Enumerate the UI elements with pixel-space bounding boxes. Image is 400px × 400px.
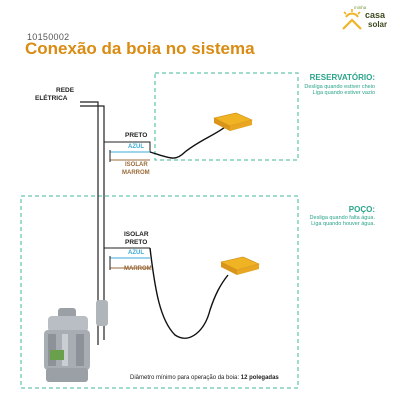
well-note-line2: Liga quando houver água. [311, 221, 375, 227]
well-float-icon [220, 256, 260, 275]
footer-text: Diâmetro mínimo para operação da boia: [130, 375, 240, 381]
well-wire-brown-label: MARROM [124, 266, 152, 272]
footer-value: 12 polegadas [240, 375, 279, 381]
logo-small-text: minha [354, 5, 367, 10]
reservoir-box [154, 72, 299, 161]
reservoir-note-line1: Desliga quando estiver cheio [304, 84, 375, 90]
sun-house-logo-icon [342, 9, 362, 30]
pump-icon [44, 300, 108, 382]
reservoir-float-cable [149, 126, 226, 159]
reservoir-note-line2: Liga quando estiver vazio [312, 90, 375, 96]
well-wire-black-label: PRETO [125, 239, 148, 246]
well-float-cable [149, 247, 229, 339]
well-wire-isolate-label: ISOLAR [124, 231, 149, 238]
reservoir-float-icon [213, 112, 253, 131]
product-code: 10150002 [27, 32, 70, 42]
page-title: Conexão da boia no sistema [25, 39, 255, 58]
reservoir-wire-isolate-label: ISOLAR [125, 162, 148, 168]
reservoir-wire-blue-label: AZUL [128, 144, 144, 150]
reservoir-wire-brown-label: MARROM [122, 170, 150, 176]
network-label-line1: REDE [56, 87, 75, 94]
well-box [20, 195, 299, 389]
well-wire-blue-label: AZUL [128, 250, 144, 256]
power-cable-1 [80, 101, 99, 345]
reservoir-wire-black-label: PRETO [125, 132, 148, 139]
reservoir-wire-black [104, 141, 151, 152]
footer-note: Diâmetro mínimo para operação da boia: 1… [130, 375, 279, 381]
reservoir-title: RESERVATÓRIO: [309, 73, 375, 82]
logo-brand-line1: casa [365, 10, 386, 20]
logo-brand-line2: solar [368, 20, 388, 29]
network-label-line2: ELÉTRICA [35, 95, 68, 102]
power-cable-2 [80, 105, 105, 150]
well-title: POÇO: [348, 205, 375, 214]
well-note-line1: Desliga quando falta água. [309, 215, 375, 221]
